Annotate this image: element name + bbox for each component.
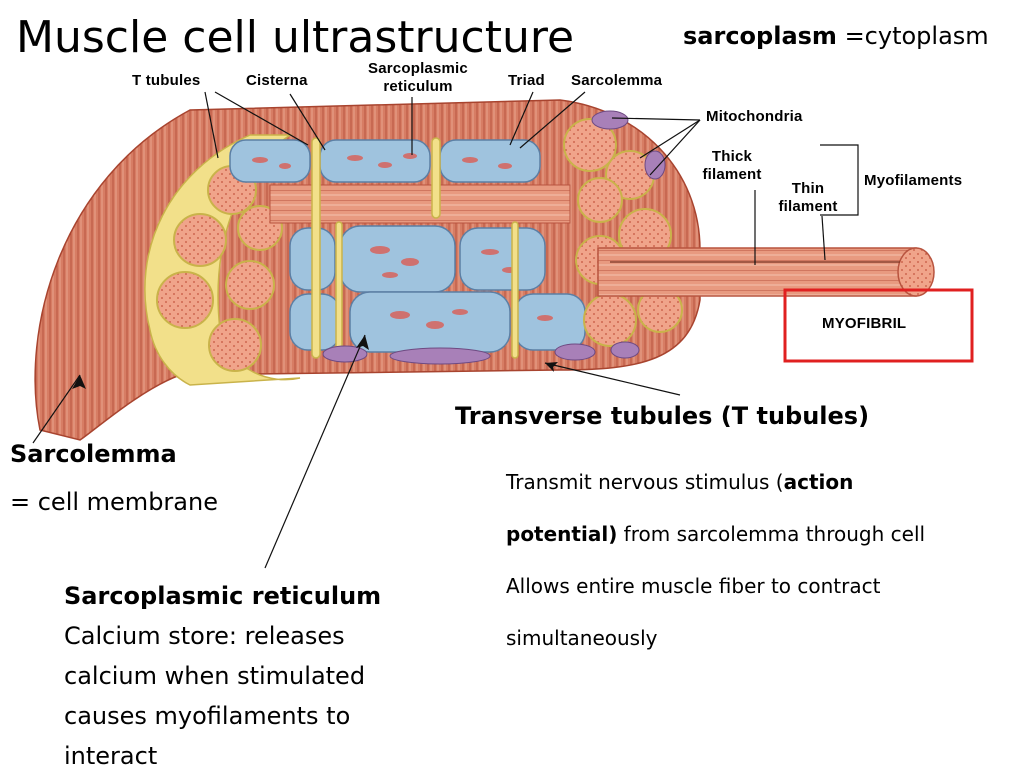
myofibril-end-cap [897, 247, 935, 297]
t-tubules [311, 137, 519, 359]
label-myofilaments: Myofilaments [864, 172, 963, 189]
label-thick-line2: filament [702, 166, 762, 183]
ttubules-line-1a: Transmit nervous stimulus ( [506, 470, 784, 494]
sarcolemma-term: Sarcolemma [10, 440, 177, 468]
page-title: Muscle cell ultrastructure [16, 12, 575, 63]
mitochondria-lower [322, 343, 596, 365]
label-sr-line2: reticulum [383, 78, 453, 95]
sarcoplasm-term: sarcoplasm [683, 22, 837, 50]
leader-lines [32, 91, 859, 569]
ttubules-line-1: Transmit nervous stimulus (action [506, 456, 1016, 508]
ttubules-description: Transmit nervous stimulus (action potent… [506, 456, 1016, 664]
label-thin-filament: Thin filament [760, 180, 856, 216]
ttubules-line-2b: from sarcolemma through cell [617, 522, 926, 546]
sarcoplasm-meaning: =cytoplasm [836, 22, 989, 50]
label-mitochondria: Mitochondria [706, 108, 803, 125]
sr-term: Sarcoplasmic reticulum [64, 582, 382, 610]
label-thin-line2: filament [778, 198, 838, 215]
label-t-tubules: T tubules [132, 72, 201, 89]
label-sr-line1: Sarcoplasmic [368, 60, 468, 77]
label-cisterna: Cisterna [246, 72, 308, 89]
arrowheads [72, 335, 558, 389]
label-myofibril: MYOFIBRIL [822, 315, 907, 332]
sr-line-1: Calcium store: releases [64, 622, 345, 650]
sr-fenestrations [252, 153, 553, 329]
ttubules-line-2: potential) from sarcolemma through cell [506, 508, 1016, 560]
sarcolemma-definition: = cell membrane [10, 488, 218, 516]
label-sarcoplasmic-reticulum: Sarcoplasmic reticulum [342, 60, 494, 96]
ttubules-line-2a: potential) [506, 522, 618, 546]
sr-line-4: interact [64, 742, 158, 770]
sr-description: Sarcoplasmic reticulum Calcium store: re… [64, 576, 464, 776]
label-sarcolemma-top: Sarcolemma [571, 72, 663, 89]
ttubules-line-3: Allows entire muscle fiber to contract [506, 574, 881, 598]
sr-line-3: causes myofilaments to [64, 702, 351, 730]
label-triad: Triad [508, 72, 545, 89]
ttubules-line-1b: action [783, 470, 854, 494]
ttubules-line-4: simultaneously [506, 626, 658, 650]
label-thick-line1: Thick [711, 148, 753, 165]
sr-line-2: calcium when stimulated [64, 662, 366, 690]
myofibril-box [783, 288, 974, 363]
label-thick-filament: Thick filament [684, 148, 780, 184]
label-thin-line1: Thin [791, 180, 825, 197]
sarcoplasm-definition: sarcoplasm =cytoplasm [683, 22, 989, 50]
ttubules-term: Transverse tubules (T tubules) [455, 402, 870, 430]
